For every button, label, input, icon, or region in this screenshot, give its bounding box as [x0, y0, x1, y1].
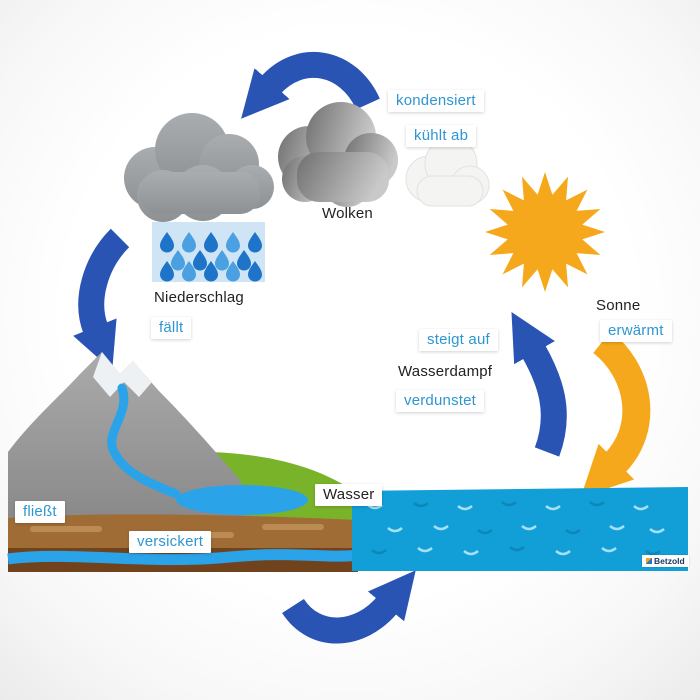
sea-icon: [352, 487, 688, 571]
rain-icon: [152, 222, 265, 282]
snow-cap-icon: [93, 352, 152, 397]
arrow-return-flow-icon: [282, 570, 416, 644]
mountain-icon: [8, 352, 248, 520]
betzold-logo-mark: [646, 558, 652, 564]
label-wolken: Wolken: [322, 205, 373, 222]
cloud-dark-icon: [124, 113, 274, 222]
sun-icon: [485, 172, 605, 292]
label-erwaermt: erwärmt: [600, 320, 672, 343]
label-verdunstet: verdunstet: [396, 390, 485, 413]
groundwater-icon: [7, 549, 359, 566]
betzold-logo-text: Betzold: [654, 556, 685, 566]
label-steigt-auf: steigt auf: [419, 329, 498, 352]
lake-icon: [176, 485, 308, 515]
label-fliesst: fließt: [15, 501, 65, 524]
arrow-evaporation-icon: [511, 311, 567, 457]
cloud-white-icon: [405, 137, 490, 207]
label-faellt: fällt: [151, 317, 192, 340]
label-wasserdampf: Wasserdampf: [398, 363, 493, 380]
river-icon: [107, 383, 181, 499]
label-sonne: Sonne: [596, 297, 641, 314]
label-versickert: versickert: [129, 531, 212, 554]
label-kuehlt-ab: kühlt ab: [406, 125, 477, 148]
label-niederschlag: Niederschlag: [154, 289, 244, 306]
betzold-logo: Betzold: [642, 555, 689, 567]
arrow-condensation-icon: [241, 51, 380, 119]
arrow-sun-heat-icon: [580, 331, 651, 498]
label-wasser: Wasser: [315, 484, 383, 507]
arrow-precipitation-icon: [73, 228, 130, 371]
cloud-gradient-icon: [278, 102, 398, 207]
label-kondensiert: kondensiert: [388, 90, 484, 113]
